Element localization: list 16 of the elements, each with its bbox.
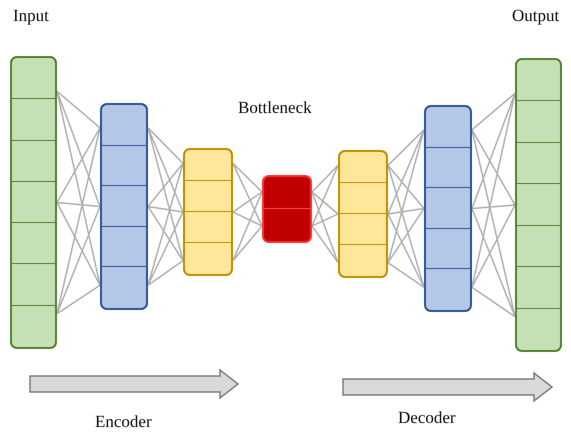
layer-label: Input: [13, 6, 49, 26]
connection-lines: [311, 164, 339, 264]
layer-label: Output: [512, 6, 560, 26]
connection-lines: [147, 127, 184, 286]
stage-label: Encoder: [95, 412, 152, 432]
layer-column: [262, 175, 312, 243]
layer-column: [424, 105, 472, 312]
bottleneck-label: Bottleneck: [238, 98, 312, 118]
layer-column: [183, 148, 233, 276]
connection-lines: [232, 162, 263, 262]
layer-column: [338, 150, 388, 278]
connection-lines: [56, 90, 101, 315]
stage-label: Decoder: [398, 408, 456, 428]
connection-lines: [471, 92, 516, 318]
layer-column: [100, 103, 148, 310]
connection-lines: [387, 129, 425, 288]
